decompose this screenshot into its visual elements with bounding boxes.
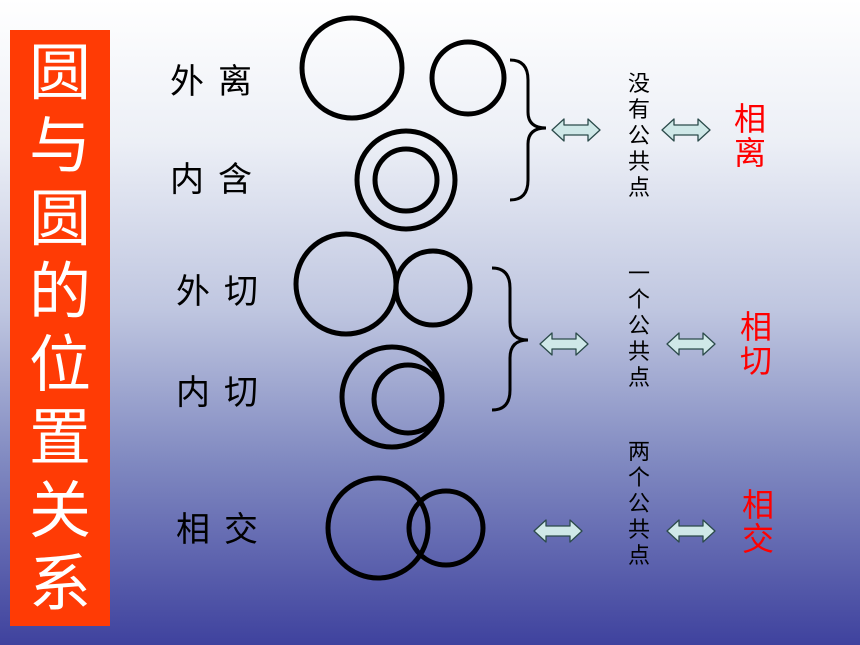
circle-intersect-left — [325, 475, 431, 581]
circle-inner-contain-inner — [372, 146, 440, 214]
title-char: 系 — [28, 546, 91, 620]
title-char: 的 — [28, 254, 91, 328]
circle-intersect-right — [406, 488, 486, 568]
title-char: 圆 — [28, 181, 91, 255]
label-inner-tangent: 内切 — [176, 373, 272, 413]
circle-outer-tangent-right — [393, 248, 473, 328]
text-one-common-point: 一个公共点 — [627, 262, 650, 391]
text-no-common-point: 没有公共点 — [627, 72, 650, 201]
brace-separate — [509, 58, 547, 202]
circle-outer-separate-right — [429, 39, 507, 117]
result-tangent: 相切 — [739, 308, 772, 380]
result-intersect: 相交 — [741, 486, 774, 558]
double-arrow-icon — [666, 519, 716, 543]
title-box: 圆 与 圆 的 位 置 关 系 — [10, 30, 110, 626]
double-arrow-icon — [666, 332, 716, 356]
label-outer-separate: 外离 — [170, 62, 266, 102]
label-inner-contain: 内含 — [170, 160, 266, 200]
brace-tangent — [491, 266, 529, 412]
circle-outer-tangent-left — [293, 231, 399, 337]
title-char: 关 — [28, 473, 91, 547]
result-separate: 相离 — [733, 100, 766, 172]
circle-inner-tangent-inner — [371, 362, 445, 436]
circle-inner-contain-outer — [354, 128, 458, 232]
text-two-common-points: 两个公共点 — [627, 440, 650, 569]
label-intersect: 相交 — [176, 510, 272, 550]
double-arrow-icon — [551, 118, 601, 142]
title-char: 置 — [28, 400, 91, 474]
label-outer-tangent: 外切 — [176, 272, 272, 312]
circle-inner-tangent-outer — [339, 344, 445, 450]
circle-outer-separate-left — [299, 15, 405, 121]
title-char: 位 — [28, 327, 91, 401]
double-arrow-icon — [533, 519, 583, 543]
double-arrow-icon — [661, 118, 711, 142]
title-char: 与 — [28, 108, 91, 182]
double-arrow-icon — [539, 332, 589, 356]
title-char: 圆 — [28, 35, 91, 109]
